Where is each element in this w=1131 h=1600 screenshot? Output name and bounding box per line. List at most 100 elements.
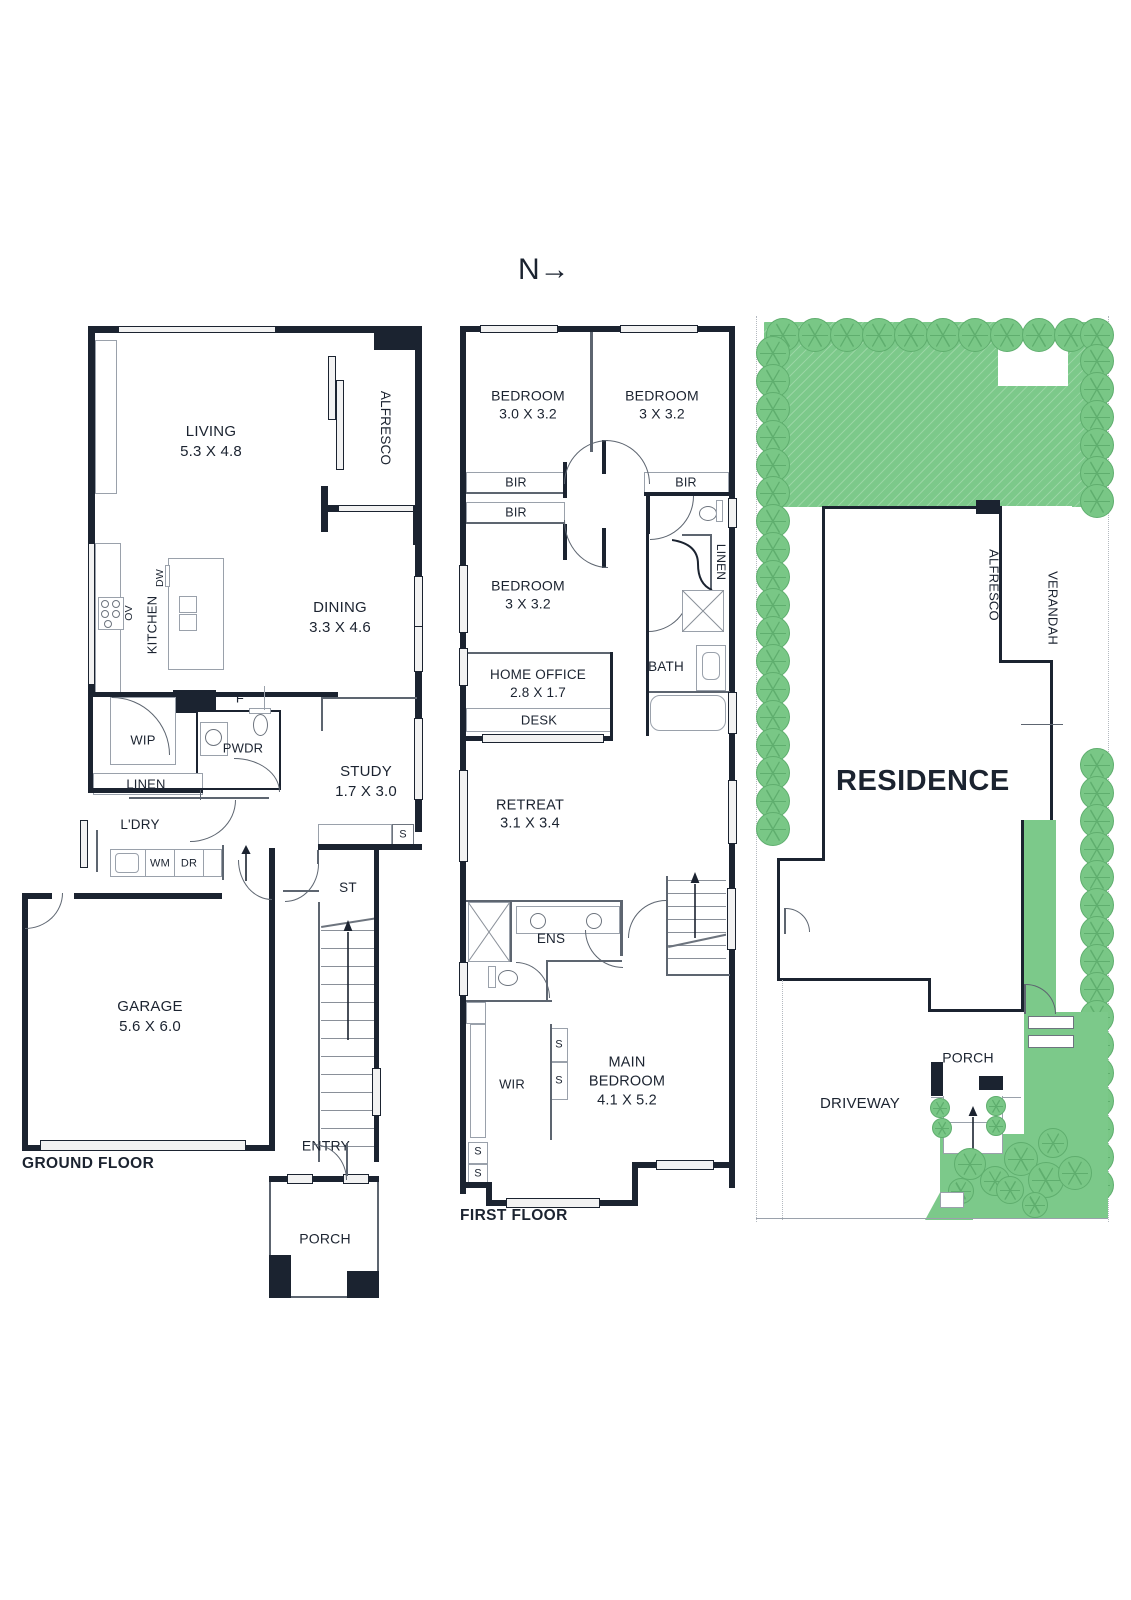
- wall: [466, 1000, 552, 1002]
- room-label-linen-ff: LINEN: [714, 543, 729, 581]
- north-arrow-icon: →: [539, 253, 570, 286]
- window: [287, 1174, 313, 1184]
- room-dims-bedroom-4: 3 X 3.2: [505, 595, 551, 612]
- site-label-porch: PORCH: [942, 1049, 994, 1066]
- room-label-bedroom-3: BEDROOM: [625, 387, 699, 404]
- garage-door: [40, 1140, 246, 1151]
- window: [459, 962, 468, 996]
- desk: [466, 708, 612, 732]
- wall: [466, 522, 565, 524]
- wall: [777, 858, 825, 861]
- room-dims-dining: 3.3 X 4.6: [309, 619, 371, 637]
- fridge-label: F: [235, 690, 245, 706]
- wall: [466, 900, 622, 902]
- wall: [928, 978, 931, 1012]
- wall: [88, 326, 95, 696]
- laundry-trough: [115, 853, 139, 873]
- window: [620, 325, 698, 333]
- room-dims-garage: 5.6 X 6.0: [119, 1018, 181, 1036]
- wall: [413, 505, 422, 545]
- porch-step: [1028, 1035, 1074, 1048]
- room-label-retreat: RETREAT: [496, 797, 564, 814]
- wall: [550, 1024, 552, 1140]
- sliding-door: [328, 356, 336, 420]
- shelf-label-4: S: [474, 1167, 482, 1180]
- window: [414, 718, 423, 800]
- direction-arrow-icon: [241, 845, 251, 881]
- wall: [460, 326, 466, 1194]
- room-dims-retreat: 3.1 X 3.4: [500, 815, 560, 832]
- window: [338, 505, 414, 512]
- window: [88, 543, 95, 685]
- wall: [1021, 820, 1024, 1012]
- wall: [729, 326, 735, 1188]
- door-arc: [564, 440, 608, 484]
- room-dims-living: 5.3 X 4.8: [180, 443, 242, 461]
- room-dims-home-office: 2.8 X 1.7: [510, 685, 566, 701]
- wall: [646, 691, 730, 693]
- site-plan: ALFRESCO VERANDAH RESIDENCE: [750, 0, 1131, 1600]
- wall: [777, 978, 931, 981]
- divider: [174, 850, 175, 876]
- wall-pier: [173, 690, 216, 713]
- window: [459, 565, 468, 633]
- first-floor-plan: BEDROOM 3.0 X 3.2 BEDROOM 3 X 3.2 BIR BI…: [450, 0, 750, 1600]
- room-label-desk: DESK: [520, 712, 558, 728]
- wall: [318, 844, 422, 850]
- wall: [460, 326, 735, 332]
- window: [459, 648, 468, 686]
- wall: [269, 1182, 271, 1298]
- wall: [510, 902, 512, 962]
- north-label: N: [518, 253, 540, 286]
- wall: [88, 788, 203, 793]
- sink-basin: [179, 596, 197, 613]
- cooktop-burner: [112, 600, 120, 608]
- wall: [610, 652, 613, 738]
- shelf-label-2: S: [555, 1074, 563, 1087]
- cooktop-burner: [112, 610, 120, 618]
- window: [372, 1068, 381, 1116]
- floor-name-ground: GROUND FLOOR: [22, 1155, 155, 1172]
- sink-label: S: [399, 828, 407, 841]
- door-arc: [516, 962, 550, 998]
- bir-label-3: BIR: [505, 505, 527, 520]
- room-label-study: STUDY: [340, 763, 392, 781]
- shower-cross-icon: [682, 590, 724, 632]
- ground-floor-plan: S LIVING 5.3 X 4.8 ALFRESCO OV DW: [0, 0, 450, 1600]
- room-dims-main-bedroom: 4.1 X 5.2: [597, 1092, 657, 1109]
- window: [414, 626, 423, 672]
- wall: [321, 697, 323, 731]
- toilet: [699, 506, 717, 521]
- wall: [644, 492, 735, 496]
- cabinetry: [95, 340, 117, 494]
- room-dims-study: 1.7 X 3.0: [335, 783, 397, 801]
- door-arc: [628, 900, 666, 938]
- wall: [682, 534, 712, 536]
- basin: [702, 652, 720, 680]
- wall: [321, 697, 417, 699]
- cooktop-burner: [104, 620, 112, 628]
- door-arc: [585, 930, 623, 968]
- wall: [74, 893, 222, 899]
- door-arc: [25, 893, 63, 929]
- door-arc: [285, 864, 319, 902]
- site-label-alfresco: ALFRESCO: [986, 549, 1002, 621]
- wall: [460, 1182, 492, 1188]
- wall: [546, 962, 548, 1000]
- wall: [374, 850, 379, 1162]
- basin: [586, 913, 602, 929]
- cooktop-burner: [101, 610, 109, 618]
- north-arrow: N→: [518, 253, 570, 287]
- bir-label-1: BIR: [505, 475, 527, 490]
- site-label-driveway: DRIVEWAY: [820, 1095, 900, 1113]
- room-label-home-office: HOME OFFICE: [490, 667, 586, 683]
- site-boundary-front: [756, 1218, 1108, 1219]
- rear-lawn: [764, 322, 1096, 507]
- site-label-verandah: VERANDAH: [1045, 571, 1061, 645]
- room-label-living: LIVING: [185, 423, 237, 441]
- cistern: [488, 966, 496, 988]
- room-label-garage: GARAGE: [117, 998, 183, 1016]
- room-label-main-bedroom-1: MAIN: [608, 1054, 646, 1071]
- door-arc: [606, 440, 650, 484]
